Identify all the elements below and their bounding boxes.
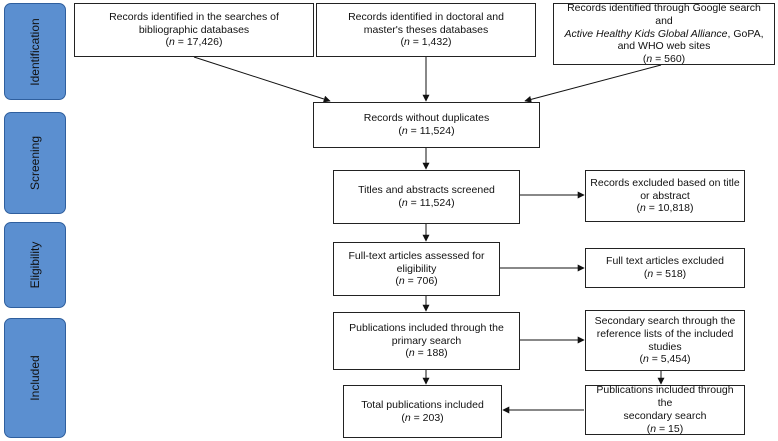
phase-eligibility: Eligibility xyxy=(4,222,66,308)
box-secondary-search: Secondary search through the reference l… xyxy=(585,310,745,371)
box-total: Total publications included (n = 203) xyxy=(343,385,502,438)
box-secondary-included: Publications included through the second… xyxy=(585,384,745,435)
box-excluded-title: Records excluded based on title or abstr… xyxy=(585,170,745,222)
box-databases: Records identified in the searches of bi… xyxy=(74,3,314,57)
box-google: Records identified through Google search… xyxy=(553,2,775,65)
arrow-databases-to-dedup xyxy=(193,56,331,103)
box-fulltext-excluded: Full text articles excluded (n = 518) xyxy=(585,248,745,288)
phase-screening: Screening xyxy=(4,112,66,214)
box-theses: Records identified in doctoral and maste… xyxy=(316,3,536,57)
box-no-duplicates: Records without duplicates (n = 11,524) xyxy=(313,102,540,148)
arrow-google-to-dedup xyxy=(524,64,662,103)
phase-identification: Identification xyxy=(4,3,66,100)
phase-included: Included xyxy=(4,318,66,438)
box-fulltext: Full-text articles assessed for eligibil… xyxy=(333,242,500,296)
box-primary: Publications included through the primar… xyxy=(333,312,520,370)
box-screened: Titles and abstracts screened (n = 11,52… xyxy=(333,170,520,224)
